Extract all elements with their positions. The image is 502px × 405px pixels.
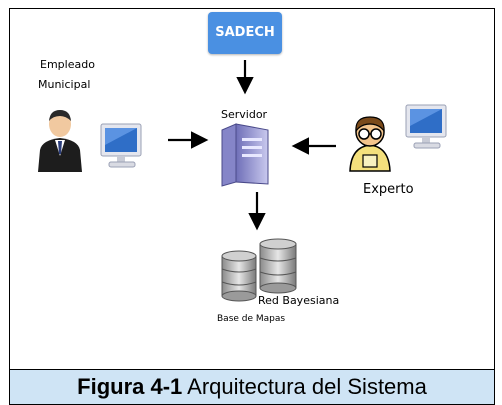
- figure-number: Figura 4-1: [77, 374, 183, 399]
- server-label: Servidor: [221, 108, 268, 121]
- employee-label-2: Municipal: [38, 78, 91, 91]
- database-icons: [221, 238, 297, 302]
- diagram-frame: [9, 8, 495, 370]
- figure-title: Arquitectura del Sistema: [182, 374, 427, 399]
- employee-icon: [38, 110, 82, 172]
- maps-db-label: Base de Mapas: [217, 314, 286, 324]
- bayesian-network-db-icon: [259, 238, 297, 294]
- expert-label: Experto: [363, 182, 414, 197]
- computer-monitor-icon-left: [100, 123, 142, 168]
- maps-db-icon: [221, 250, 257, 302]
- server-icon: [221, 123, 269, 187]
- employee-label-1: Empleado: [40, 58, 95, 71]
- computer-monitor-icon-right: [405, 104, 447, 149]
- figure-caption: Figura 4-1 Arquitectura del Sistema: [9, 370, 495, 405]
- sadech-node: SADECH: [208, 12, 282, 54]
- bayesian-network-label: Red Bayesiana: [258, 294, 340, 307]
- expert-icon: [349, 116, 391, 172]
